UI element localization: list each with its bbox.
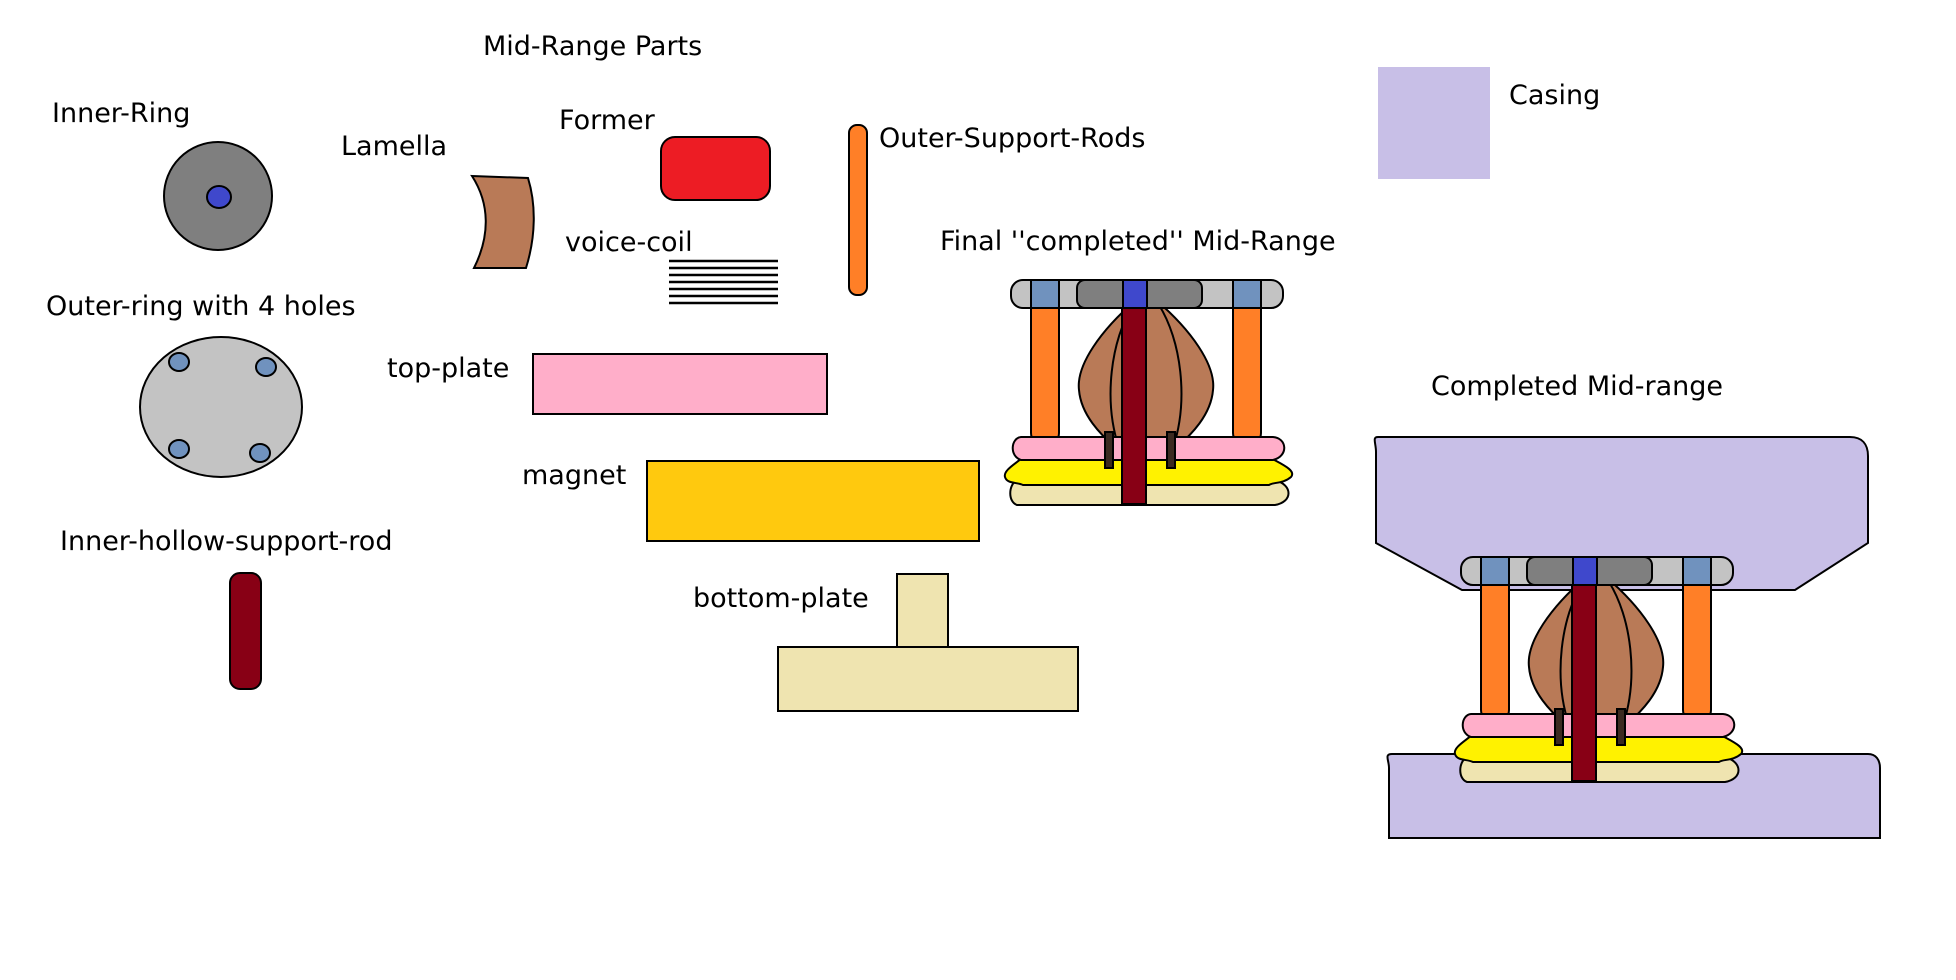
diagram-title: Mid-Range Parts	[483, 31, 702, 62]
label-top-plate: top-plate	[387, 353, 509, 384]
final-midrange-assembly	[1003, 279, 1294, 506]
lamella-part	[470, 174, 535, 269]
label-outer-ring: Outer-ring with 4 holes	[46, 291, 356, 322]
voice-coil-part	[669, 259, 778, 305]
outer-support-rod-part	[848, 124, 868, 296]
label-casing: Casing	[1509, 80, 1600, 111]
former-part	[660, 136, 771, 201]
label-magnet: magnet	[522, 460, 626, 491]
label-inner-hollow-support-rod: Inner-hollow-support-rod	[60, 526, 392, 557]
label-inner-ring: Inner-Ring	[52, 98, 190, 129]
casing-part	[1378, 67, 1490, 179]
completed-midrange-assembly	[1373, 436, 1881, 839]
label-outer-support-rods: Outer-Support-Rods	[879, 123, 1145, 154]
magnet-part	[646, 460, 980, 542]
inner-hollow-support-rod-part	[229, 572, 262, 690]
label-voice-coil: voice-coil	[565, 227, 693, 258]
label-completed-mid-range: Completed Mid-range	[1431, 371, 1723, 402]
bottom-plate-part	[777, 573, 1079, 712]
top-plate-part	[532, 353, 828, 415]
inner-ring-part	[163, 141, 273, 251]
label-bottom-plate: bottom-plate	[693, 583, 869, 614]
label-lamella: Lamella	[341, 131, 447, 162]
label-final-completed: Final ''completed'' Mid-Range	[940, 226, 1336, 257]
label-former: Former	[559, 105, 656, 136]
outer-ring-part	[139, 336, 303, 478]
